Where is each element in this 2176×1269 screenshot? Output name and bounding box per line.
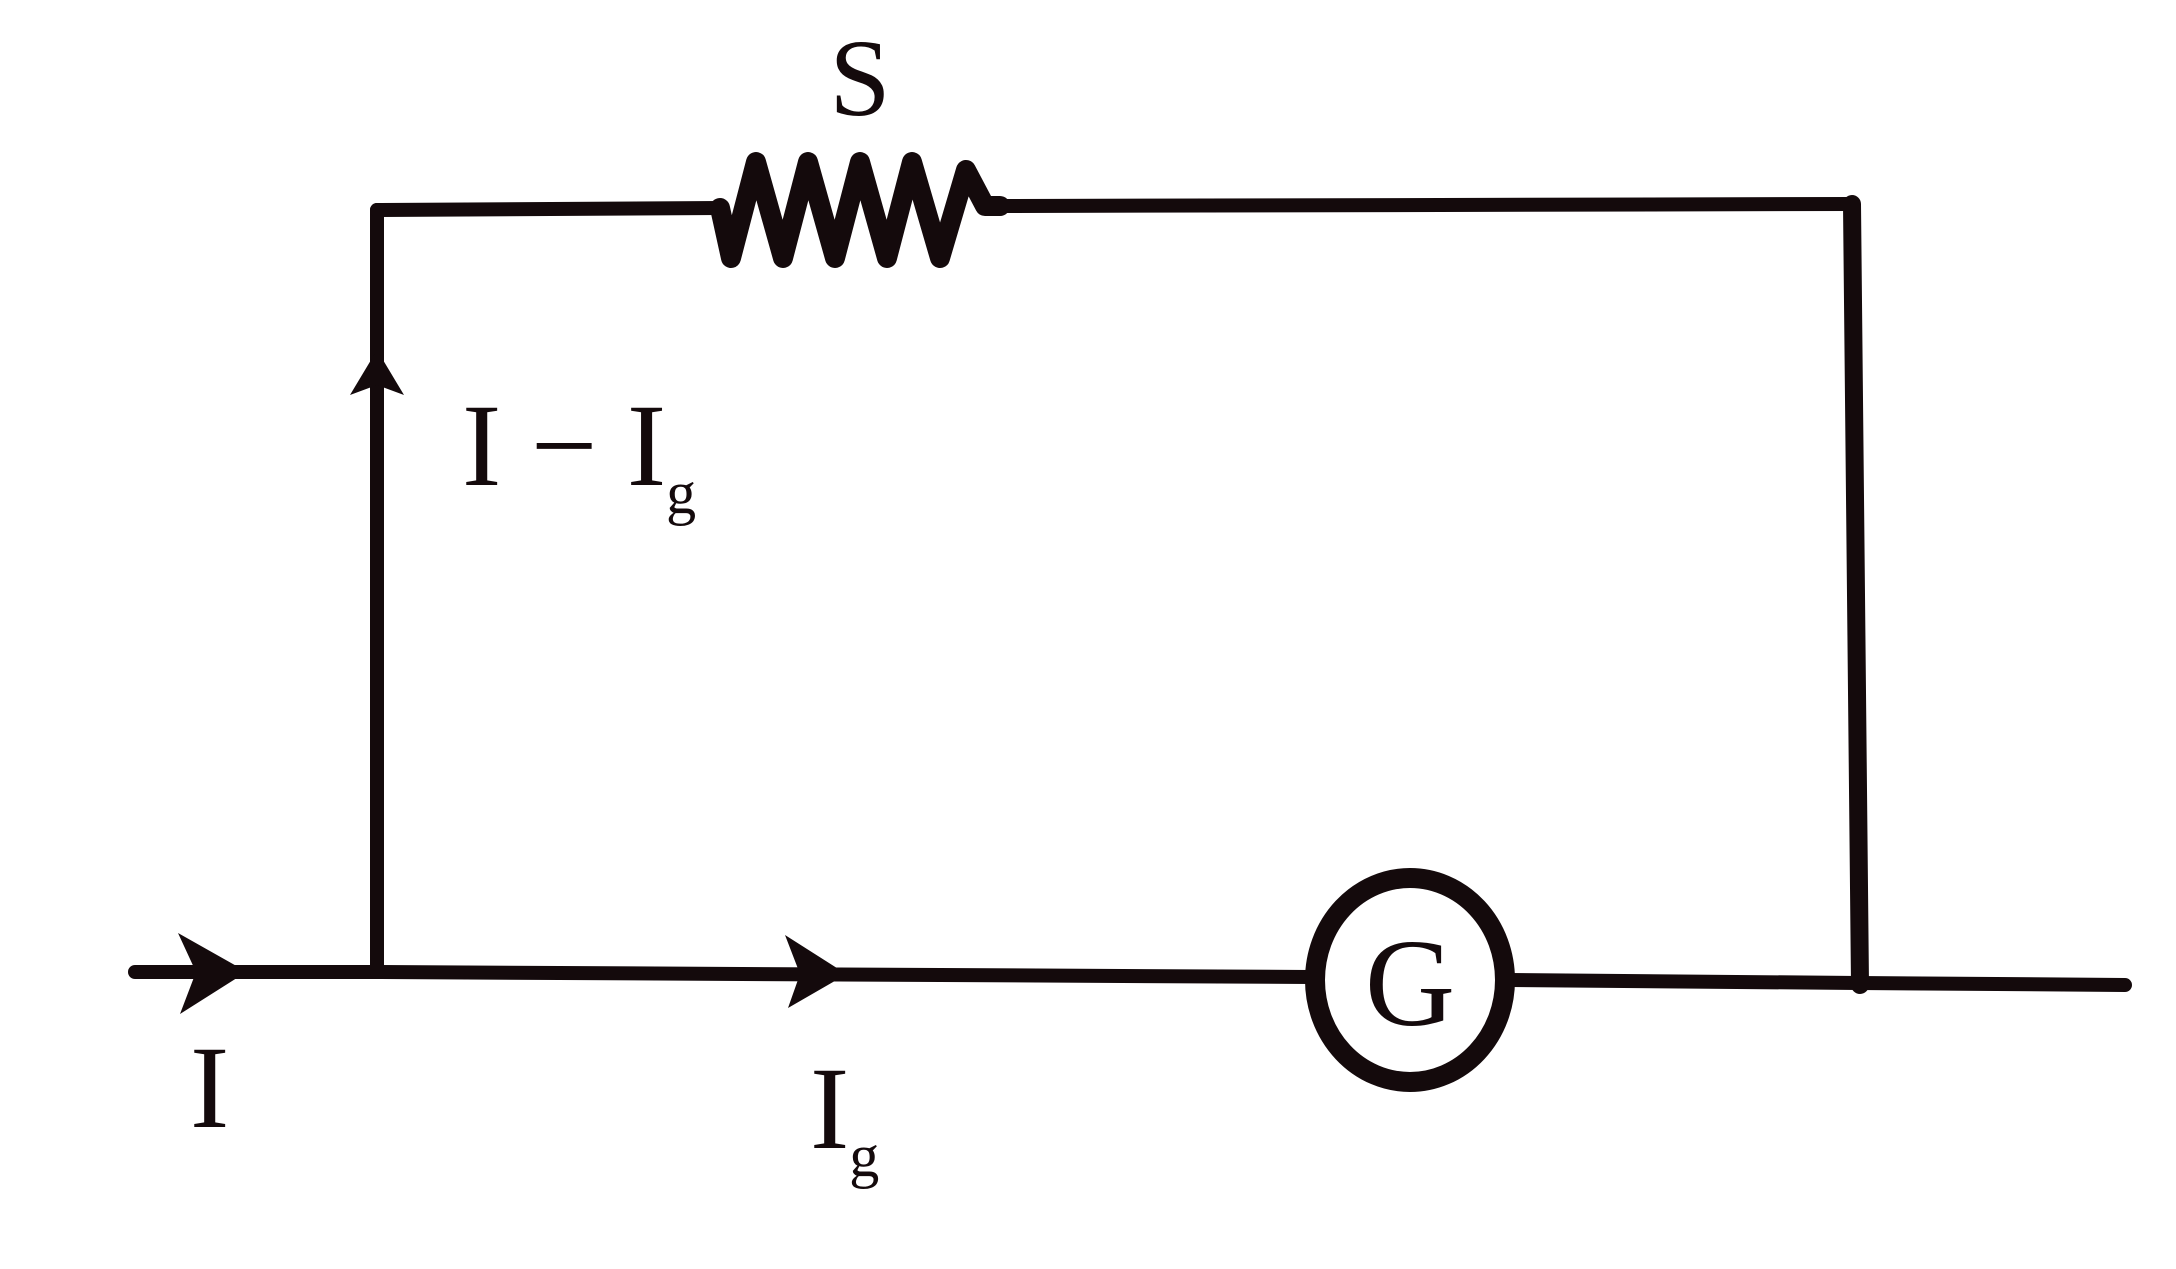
galvanometer-label: G [1365,915,1455,1053]
shunt-current-label: I − Ig [462,380,696,526]
input-current-arrow-icon [178,933,240,1014]
galvanometer-icon: G [1305,868,1515,1092]
shunt-resistor-icon [710,152,1010,268]
input-current-label: I [190,1022,229,1153]
shunt-current-arrow-icon [350,350,404,395]
shunt-label: S [829,17,890,139]
top-wire [370,197,1859,217]
galvanometer-current-label: Ig [810,1043,879,1189]
bottom-wire [128,965,2132,992]
galvanometer-current-arrow-icon [785,935,840,1008]
right-branch-wire [1843,195,1869,994]
